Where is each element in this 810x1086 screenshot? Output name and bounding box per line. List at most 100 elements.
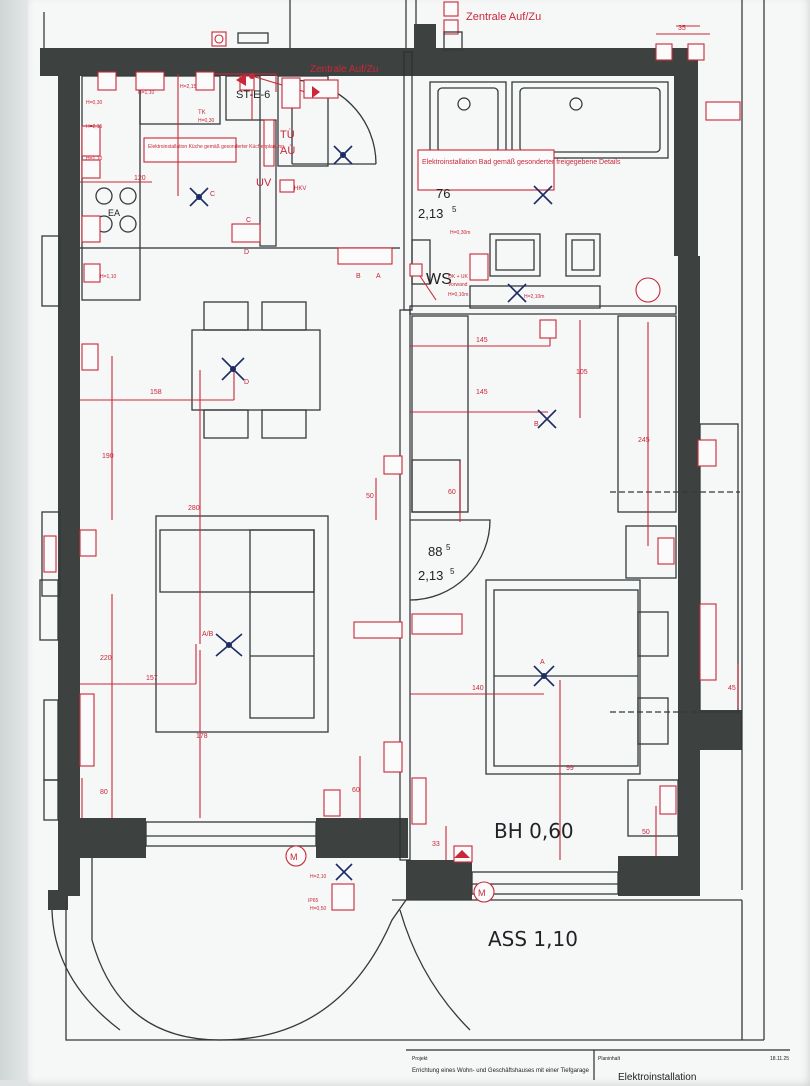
dimension-lines (80, 25, 739, 860)
label-h210m: H=2,10m (524, 294, 544, 300)
lamp-bedroom (533, 665, 555, 687)
label-h215-a: H=2,15 (180, 84, 196, 90)
label-h215-b: H=2,15 (86, 124, 102, 130)
room-hall-number: 88 (428, 544, 442, 559)
label-h010m: H=0,10m (448, 292, 468, 298)
room-bath-sup: 5 (452, 205, 457, 214)
dim-80: 80 (100, 789, 108, 796)
letter-lamp-ab: A/B (202, 631, 214, 638)
note-kitchen: Elektroinstallation Küche gemäß gesonder… (148, 144, 284, 150)
sofa (155, 515, 329, 733)
lamp-wc (507, 283, 527, 303)
note-bath: Elektroinstallation Bad gemäß gesonderte… (422, 159, 621, 166)
letter-lamp-d: D (244, 379, 249, 386)
label-ws: WS (426, 271, 452, 288)
dim-60-a: 60 (448, 489, 456, 496)
lamp-kitchen (189, 187, 209, 207)
room-bath-height: 2,13 (418, 206, 443, 221)
lamp-balcony (335, 863, 353, 881)
exterior-walls (40, 24, 742, 910)
left-neighbor (39, 511, 61, 821)
letter-lamp-b: B (534, 421, 539, 428)
lamp-bath (533, 185, 553, 205)
dim-105: 105 (576, 369, 588, 376)
letter-sw-c: C (246, 217, 251, 224)
balcony (51, 858, 764, 1041)
label-h030m: H=0,30m (450, 230, 470, 236)
label-tue: TÜ (280, 129, 295, 141)
title-block-project: Errichtung eines Wohn- und Geschäftshaus… (412, 1068, 590, 1074)
title-block-plan-label: Planinhalt (598, 1056, 621, 1062)
dim-120: 120 (134, 175, 146, 182)
label-h030-a: H=0,30 (198, 118, 214, 124)
label-h210-out: H=2,10 (310, 874, 326, 880)
dining-table (191, 301, 321, 439)
label-ea: EA (108, 208, 120, 218)
dim-35: 35 (678, 25, 686, 32)
label-vorwand: Vorwand (448, 282, 468, 288)
room-hall-height-sup: 5 (450, 567, 455, 576)
letter-m-left: M (290, 852, 298, 862)
dim-45: 45 (728, 685, 736, 692)
plan-labels: Zentrale Auf/Zu Zentrale Auf/Zu ST-E-6 T… (86, 11, 621, 951)
title-block-date: 18.11.25 (770, 1056, 789, 1062)
electrical-symbols (43, 71, 741, 911)
label-bh: BH 0,60 (494, 819, 574, 843)
label-zentrale-main: Zentrale Auf/Zu (310, 64, 378, 75)
dim-157: 157 (146, 675, 158, 682)
dim-50-a: 50 (366, 493, 374, 500)
letter-sw-b: B (356, 273, 361, 280)
label-st-e-6: ST-E-6 (236, 89, 270, 101)
interior-walls (80, 51, 677, 861)
dim-158: 158 (150, 389, 162, 396)
upper-neighbor-area (43, 0, 765, 1040)
label-h110-b: H=1,10 (86, 156, 102, 162)
title-block-plan: Elektroinstallation (618, 1072, 696, 1080)
ceiling-lamps (189, 145, 557, 881)
label-h110-c: H=1,10 (100, 274, 116, 280)
windows (145, 821, 619, 895)
letter-sw-d: D (244, 249, 249, 256)
label-hkv: HKV (294, 186, 306, 192)
letter-m-right: M (478, 888, 486, 898)
dim-245: 245 (638, 437, 650, 444)
title-block: Projekt Errichtung eines Wohn- und Gesch… (406, 1049, 790, 1080)
room-bath-number: 76 (436, 186, 450, 201)
dim-140: 140 (472, 685, 484, 692)
dim-190: 190 (102, 453, 114, 460)
label-ip65: IP65 (308, 898, 319, 904)
bathroom (411, 81, 669, 309)
label-uv: UV (256, 177, 272, 189)
circuit-letters: C D B A/B A A B D C M M (202, 191, 545, 898)
dimension-numbers: 35 120 158 145 145 105 245 190 280 50 60… (100, 25, 736, 848)
room-hall-sup: 5 (446, 543, 451, 552)
kitchen (41, 75, 329, 307)
dim-60-b: 60 (352, 787, 360, 794)
label-auf: AÜ (280, 145, 295, 157)
label-ass: ASS 1,10 (488, 927, 578, 951)
label-ok-uk: OK + UK (448, 274, 469, 280)
label-zentrale-top: Zentrale Auf/Zu (466, 11, 541, 23)
letter-sw-a: A (376, 273, 381, 280)
dim-99: 99 (566, 765, 574, 772)
dim-145-a: 145 (476, 337, 488, 344)
dim-220: 220 (100, 655, 112, 662)
room-hall-height: 2,13 (418, 568, 443, 583)
lamp-dining (221, 357, 245, 381)
title-block-project-label: Projekt (412, 1056, 428, 1062)
lamp-living (215, 633, 243, 657)
label-h030-b: H=0,30 (86, 100, 102, 106)
dim-178: 178 (196, 733, 208, 740)
lamp-hall-upper (333, 145, 353, 165)
wire-runs (200, 73, 437, 301)
dim-280: 280 (188, 505, 200, 512)
dim-145-b: 145 (476, 389, 488, 396)
label-h110-a: H=1,10 (138, 90, 154, 96)
bedroom (485, 315, 740, 837)
markers (236, 73, 470, 858)
label-h050-out: H=0,50 (310, 906, 326, 912)
label-tk: TK (198, 110, 206, 116)
letter-lamp-c: C (210, 191, 215, 198)
lamp-hall (537, 409, 557, 429)
